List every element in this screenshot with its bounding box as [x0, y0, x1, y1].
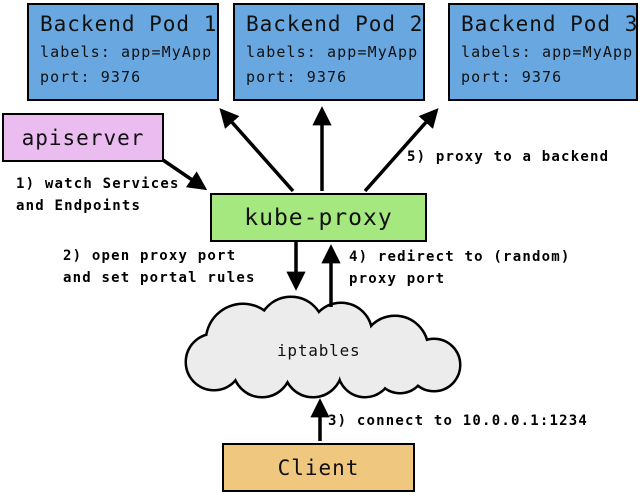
annotation-step2: 2) open proxy port and set portal rules — [63, 248, 256, 286]
pod-labels: labels: app=MyApp — [246, 43, 419, 61]
pod-title: Backend Pod 2 — [246, 12, 424, 36]
kube-proxy-label: kube-proxy — [244, 204, 393, 231]
arrow-kubeproxy-to-pod3 — [363, 108, 439, 193]
pod-port: port: 9376 — [40, 68, 142, 86]
annotation-step1: 1) watch Services and Endpoints — [16, 176, 180, 214]
client-label: Client — [277, 455, 360, 480]
annotation-step3: 3) connect to 10.0.0.1:1234 — [328, 413, 588, 429]
pod-port: port: 9376 — [246, 68, 348, 86]
arrow-apiserver-to-kubeproxy — [159, 156, 208, 191]
backend-pod-2: Backend Pod 2 labels: app=MyApp port: 93… — [233, 3, 425, 101]
pod-title: Backend Pod 1 — [40, 12, 218, 36]
iptables-cloud — [184, 295, 462, 399]
apiserver-label: apiserver — [21, 125, 145, 150]
pod-labels: labels: app=MyApp — [461, 43, 634, 61]
backend-pod-1: Backend Pod 1 labels: app=MyApp port: 93… — [27, 3, 219, 101]
pod-title: Backend Pod 3 — [461, 12, 639, 36]
arrow-kubeproxy-to-pod1 — [219, 108, 295, 193]
annotation-step5: 5) proxy to a backend — [407, 149, 610, 165]
apiserver-node: apiserver — [2, 113, 164, 162]
pod-port: port: 9376 — [461, 68, 563, 86]
iptables-label: iptables — [277, 341, 361, 360]
pod-labels: labels: app=MyApp — [40, 43, 213, 61]
annotation-step4: 4) redirect to (random) proxy port — [349, 249, 571, 287]
backend-pod-3: Backend Pod 3 labels: app=MyApp port: 93… — [448, 3, 638, 101]
client-node: Client — [222, 443, 415, 492]
kube-proxy-node: kube-proxy — [210, 193, 427, 242]
